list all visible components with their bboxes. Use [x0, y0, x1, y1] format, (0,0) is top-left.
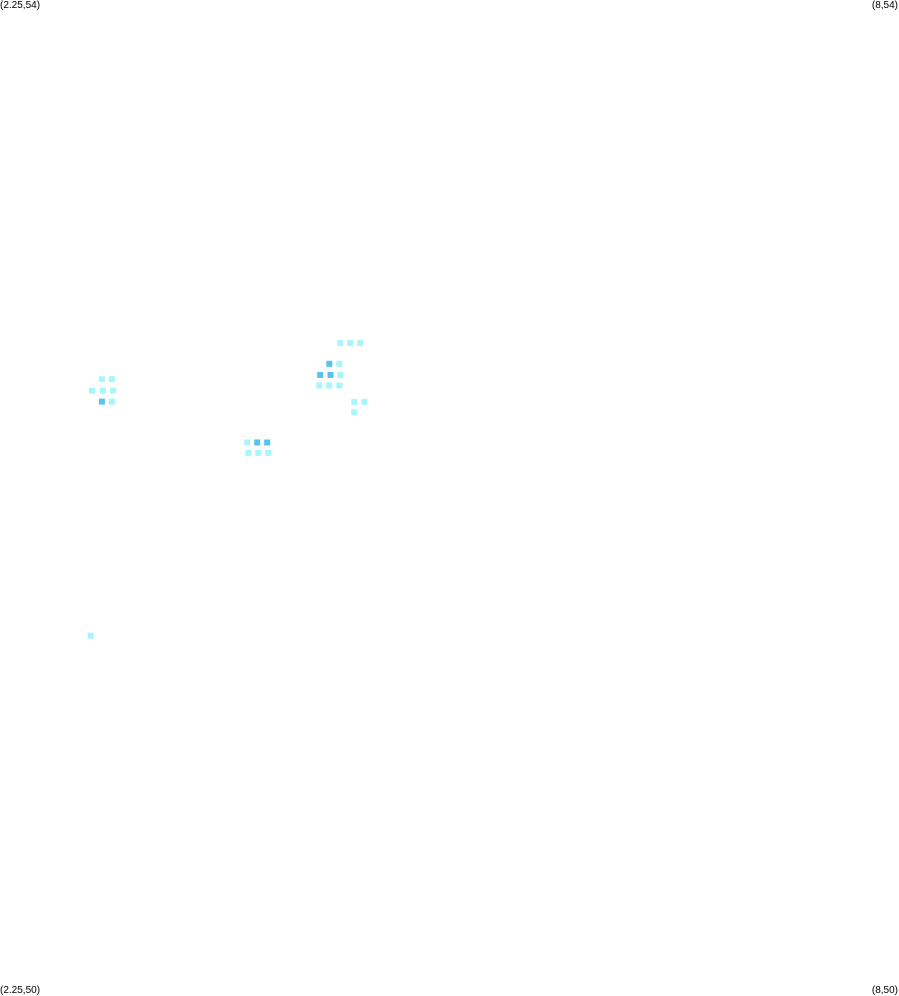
heatmap-cells	[87, 339, 368, 639]
heatmap-cell	[265, 449, 272, 456]
heatmap-cell	[254, 439, 261, 446]
heatmap-cell	[351, 409, 358, 416]
heatmap-cell	[87, 632, 94, 639]
heatmap-cell	[336, 382, 343, 389]
heatmap-cell	[244, 439, 251, 446]
heatmap-cell	[326, 382, 333, 389]
heatmap-cell	[336, 360, 343, 367]
heatmap-cell	[98, 376, 105, 383]
heatmap-cell	[351, 398, 358, 405]
heatmap-cell	[88, 387, 95, 394]
corner-label-bottom-right: (8,50)	[871, 985, 898, 996]
corner-label-top-left: (2.25,54)	[0, 0, 41, 11]
heatmap-cell	[337, 372, 344, 378]
heatmap-cell	[264, 439, 271, 446]
heatmap-cell	[108, 376, 115, 383]
heatmap-cell	[357, 339, 364, 346]
heatmap-cell	[255, 449, 262, 456]
heatmap-cell	[245, 449, 252, 456]
corner-label-bottom-left: (2.25,50)	[0, 985, 41, 996]
heatmap-cell	[98, 398, 105, 405]
heatmap-cell	[110, 387, 116, 394]
heatmap-cell	[317, 372, 324, 378]
heatmap-cell	[108, 398, 115, 405]
heatmap-cell	[327, 372, 334, 378]
heatmap-cell	[361, 398, 368, 405]
heatmap-cell	[326, 360, 333, 367]
corner-label-top-right: (8,54)	[871, 0, 898, 11]
heatmap-cell	[316, 382, 323, 389]
heatmap-cell	[99, 387, 106, 394]
heatmap-cell	[337, 339, 344, 346]
heatmap-cell	[347, 339, 354, 346]
